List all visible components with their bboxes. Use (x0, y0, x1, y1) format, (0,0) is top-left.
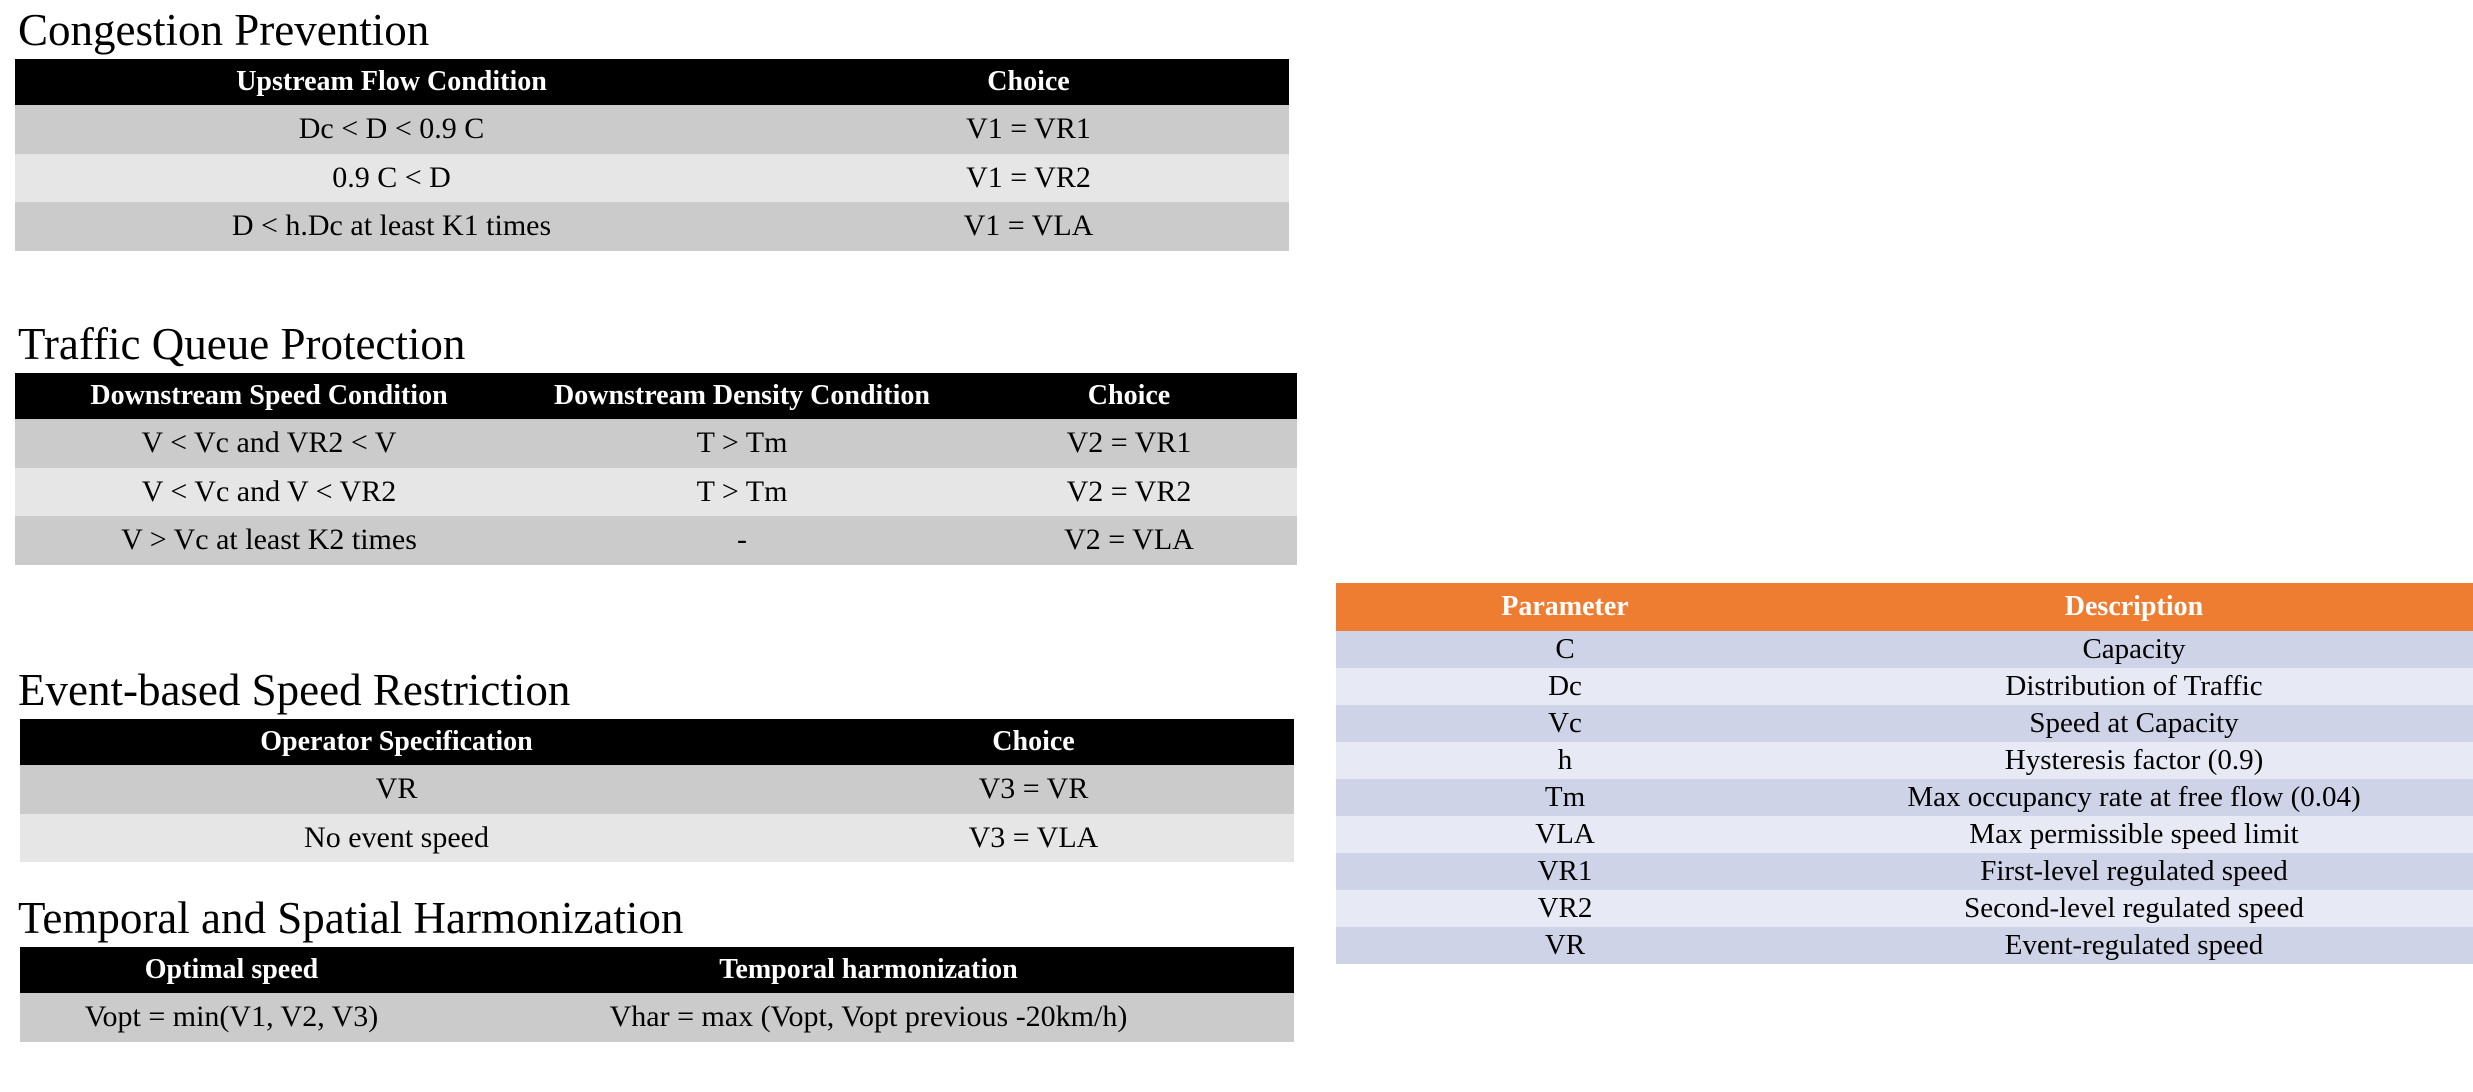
column-header-temporal-harmonization: Temporal harmonization (443, 947, 1294, 994)
table-row: VR Event-regulated speed (1336, 927, 2473, 964)
table-row: V < Vc and V < VR2 T > Tm V2 = VR2 (15, 467, 1297, 517)
table-traffic-queue-protection: Downstream Speed Condition Downstream De… (15, 373, 1297, 565)
cell-speed-condition: V < Vc and V < VR2 (15, 467, 523, 517)
cell-description: Distribution of Traffic (1794, 668, 2473, 705)
cell-parameter: h (1336, 742, 1794, 779)
table-row: Tm Max occupancy rate at free flow (0.04… (1336, 779, 2473, 816)
table-row: C Capacity (1336, 631, 2473, 668)
table-parameter-description: Parameter Description C Capacity Dc Dist… (1336, 583, 2473, 964)
column-header-downstream-density-condition: Downstream Density Condition (523, 373, 961, 420)
section-title-event-based-speed-restriction: Event-based Speed Restriction (18, 665, 571, 715)
cell-speed-condition: V > Vc at least K2 times (15, 516, 523, 565)
cell-choice: V1 = VLA (768, 202, 1289, 251)
cell-choice: V2 = VR2 (961, 467, 1297, 517)
cell-choice: V2 = VLA (961, 516, 1297, 565)
cell-description: Speed at Capacity (1794, 705, 2473, 742)
table-row: VR2 Second-level regulated speed (1336, 890, 2473, 927)
table-row: 0.9 C < D V1 = VR2 (15, 153, 1289, 203)
table-row: VR V3 = VR (20, 765, 1294, 814)
column-header-downstream-speed-condition: Downstream Speed Condition (15, 373, 523, 420)
cell-choice: V2 = VR1 (961, 419, 1297, 468)
cell-parameter: VLA (1336, 816, 1794, 853)
cell-parameter: Dc (1336, 668, 1794, 705)
cell-parameter: VR (1336, 927, 1794, 964)
column-header-parameter: Parameter (1336, 583, 1794, 631)
section-temporal-spatial-harmonization: Temporal and Spatial Harmonization Optim… (0, 896, 1294, 1042)
table-congestion-prevention: Upstream Flow Condition Choice Dc < D < … (15, 59, 1289, 251)
table-row: VLA Max permissible speed limit (1336, 816, 2473, 853)
cell-optimal-speed: Vopt = min(V1, V2, V3) (20, 993, 443, 1042)
table-row: Dc < D < 0.9 C V1 = VR1 (15, 105, 1289, 154)
cell-speed-condition: V < Vc and VR2 < V (15, 419, 523, 468)
column-header-description: Description (1794, 583, 2473, 631)
table-row: D < h.Dc at least K1 times V1 = VLA (15, 202, 1289, 251)
table-header-row: Optimal speed Temporal harmonization (20, 947, 1294, 994)
cell-choice: V3 = VR (773, 765, 1294, 814)
section-title-temporal-spatial-harmonization: Temporal and Spatial Harmonization (18, 893, 684, 943)
table-temporal-spatial-harmonization: Optimal speed Temporal harmonization Vop… (20, 947, 1294, 1042)
table-header-row: Operator Specification Choice (20, 719, 1294, 766)
cell-choice: V1 = VR1 (768, 105, 1289, 154)
cell-density-condition: - (523, 516, 961, 565)
section-title-congestion-prevention: Congestion Prevention (18, 5, 430, 55)
cell-description: Capacity (1794, 631, 2473, 668)
section-title-traffic-queue-protection: Traffic Queue Protection (18, 319, 466, 369)
cell-choice: V3 = VLA (773, 813, 1294, 863)
cell-choice: V1 = VR2 (768, 153, 1289, 203)
table-row: No event speed V3 = VLA (20, 813, 1294, 863)
section-traffic-queue-protection: Traffic Queue Protection Downstream Spee… (0, 322, 1297, 565)
column-header-operator-specification: Operator Specification (20, 719, 773, 766)
table-row: h Hysteresis factor (0.9) (1336, 742, 2473, 779)
cell-parameter: VR1 (1336, 853, 1794, 890)
cell-description: First-level regulated speed (1794, 853, 2473, 890)
cell-operator-specification: No event speed (20, 813, 773, 863)
table-header-row: Downstream Speed Condition Downstream De… (15, 373, 1297, 420)
column-header-optimal-speed: Optimal speed (20, 947, 443, 994)
column-header-choice: Choice (773, 719, 1294, 766)
cell-description: Hysteresis factor (0.9) (1794, 742, 2473, 779)
table-row: VR1 First-level regulated speed (1336, 853, 2473, 890)
parameter-table-wrapper: Parameter Description C Capacity Dc Dist… (1336, 583, 2473, 964)
column-header-choice: Choice (961, 373, 1297, 420)
cell-operator-specification: VR (20, 765, 773, 814)
table-row: V > Vc at least K2 times - V2 = VLA (15, 516, 1297, 565)
table-row: Dc Distribution of Traffic (1336, 668, 2473, 705)
section-event-based-speed-restriction: Event-based Speed Restriction Operator S… (0, 665, 1294, 863)
cell-parameter: Tm (1336, 779, 1794, 816)
cell-parameter: VR2 (1336, 890, 1794, 927)
cell-condition: 0.9 C < D (15, 153, 768, 203)
cell-condition: Dc < D < 0.9 C (15, 105, 768, 154)
cell-temporal-harmonization: Vhar = max (Vopt, Vopt previous -20km/h) (443, 993, 1294, 1042)
cell-description: Second-level regulated speed (1794, 890, 2473, 927)
column-header-upstream-flow-condition: Upstream Flow Condition (15, 59, 768, 106)
column-header-choice: Choice (768, 59, 1289, 106)
cell-density-condition: T > Tm (523, 419, 961, 468)
cell-density-condition: T > Tm (523, 467, 961, 517)
cell-description: Event-regulated speed (1794, 927, 2473, 964)
table-row: Vc Speed at Capacity (1336, 705, 2473, 742)
cell-description: Max permissible speed limit (1794, 816, 2473, 853)
cell-parameter: C (1336, 631, 1794, 668)
cell-condition: D < h.Dc at least K1 times (15, 202, 768, 251)
table-header-row: Parameter Description (1336, 583, 2473, 631)
table-event-based-speed-restriction: Operator Specification Choice VR V3 = VR… (20, 719, 1294, 863)
cell-parameter: Vc (1336, 705, 1794, 742)
table-header-row: Upstream Flow Condition Choice (15, 59, 1289, 106)
table-row: V < Vc and VR2 < V T > Tm V2 = VR1 (15, 419, 1297, 468)
cell-description: Max occupancy rate at free flow (0.04) (1794, 779, 2473, 816)
table-row: Vopt = min(V1, V2, V3) Vhar = max (Vopt,… (20, 993, 1294, 1042)
section-congestion-prevention: Congestion Prevention Upstream Flow Cond… (0, 8, 1289, 251)
